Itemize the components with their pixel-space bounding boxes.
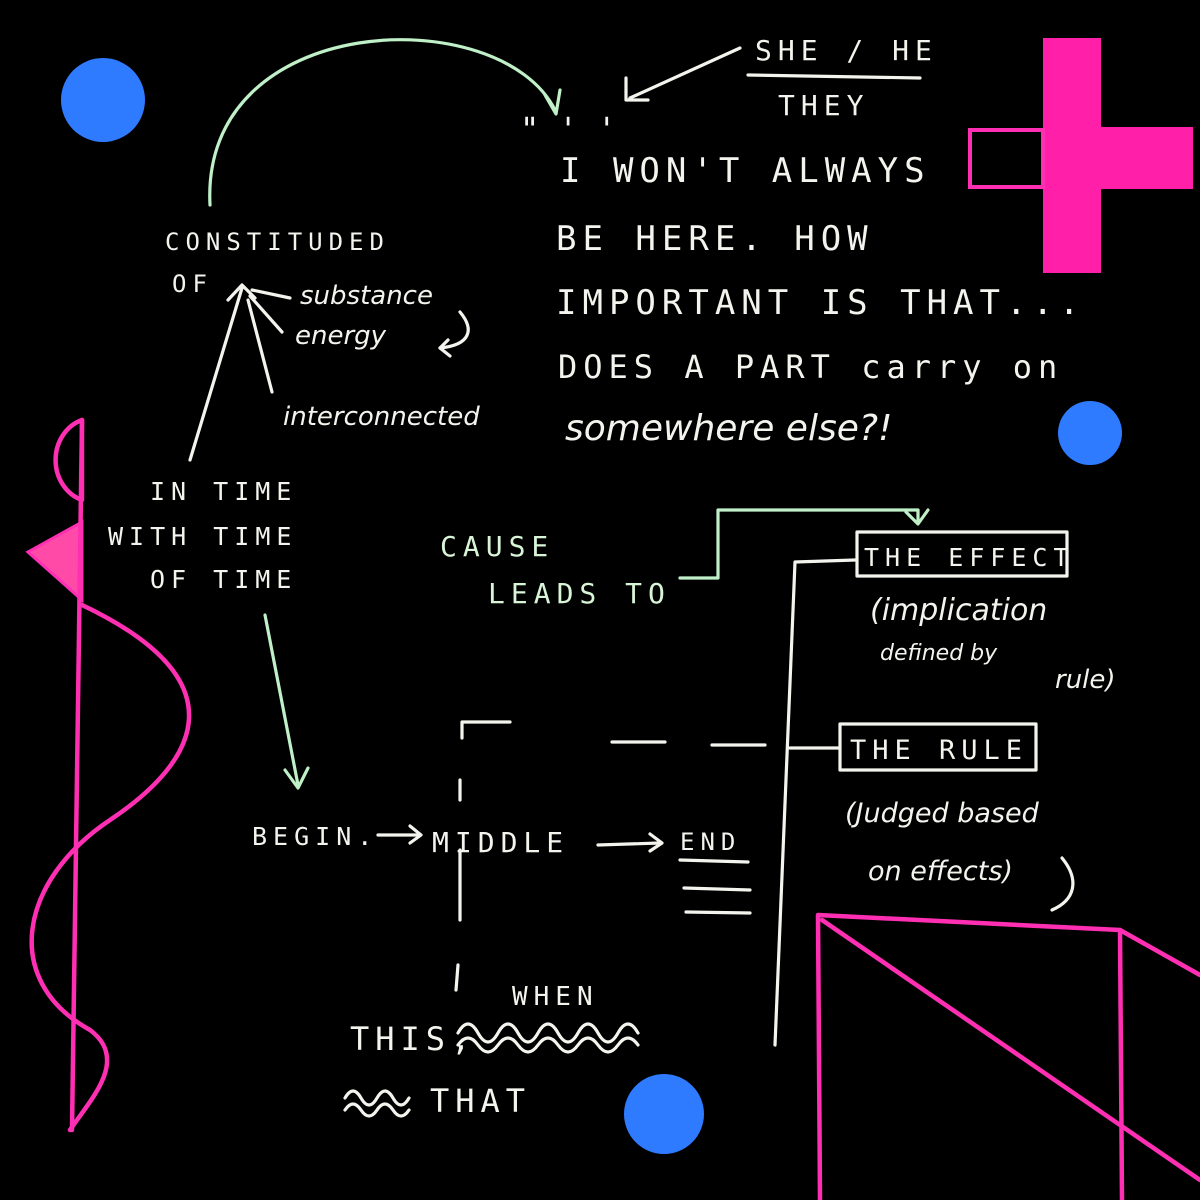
quote-line-4: DOES A PART carry on [558,348,1063,386]
magenta-cross-shape [968,38,1193,273]
constitution-item-substance: substance [300,281,433,311]
cause-group: CAUSE LEADS TO [440,530,671,610]
rule-note-line2: on effects) [868,856,1013,887]
blue-dot-top-left [61,58,145,142]
decorative-dots [61,58,1122,1154]
pronoun-bottom: THEY [778,89,869,122]
effect-group: THE EFFECT (implication defined by rule) [864,543,1116,695]
quote-line-1: I WON'T ALWAYS [560,151,931,191]
sequence-end: END [680,828,741,856]
time-line-3: OF TIME [150,565,297,594]
pronoun-top: SHE / HE [755,34,938,67]
bottom-that: THAT [430,1082,531,1120]
quote-open-mark: " ' ' [520,110,616,148]
magenta-corner-frame [815,912,1200,1200]
effect-note-line3: rule) [1055,665,1116,695]
rule-box-label: THE RULE [850,735,1028,766]
quote-line-5: somewhere else?! [565,408,892,449]
rule-note-line1: (Judged based [845,798,1040,829]
constitution-title-line1: CONSTITUDED [165,228,390,256]
cause-line-1: CAUSE [440,530,554,563]
effect-box-label: THE EFFECT [864,543,1075,572]
bottom-this: THIS, [350,1020,476,1058]
time-line-2: WITH TIME [108,522,297,551]
time-group: IN TIME WITH TIME OF TIME [108,477,297,594]
constitution-item-energy: energy [295,321,387,351]
pronoun-labels: SHE / HE THEY [755,34,938,122]
effect-box [855,530,1069,578]
connector-lines [188,38,1075,1118]
effect-note-line1: (implication [870,593,1047,628]
time-line-1: IN TIME [150,477,297,506]
quote-line-3: IMPORTANT IS THAT... [556,283,1085,323]
blue-dot-right [1058,401,1122,465]
rule-group: THE RULE (Judged based on effects) [845,735,1040,887]
sequence-group: BEGIN. MIDDLE END [252,822,741,859]
sequence-begin: BEGIN. [252,822,378,851]
constitution-group: CONSTITUDED OF substance energy intercon… [165,228,480,432]
bottom-text-group: THIS, WHEN THAT [350,982,599,1120]
blue-dot-bottom [624,1074,704,1154]
magenta-pole-figure [25,417,192,1133]
rule-box [838,722,1038,772]
quote-block: " ' ' I WON'T ALWAYS BE HERE. HOW IMPORT… [520,110,1085,449]
constitution-title-line2: OF [172,270,213,298]
sequence-middle: MIDDLE [432,826,569,859]
bottom-when: WHEN [512,982,599,1012]
quote-line-2: BE HERE. HOW [556,219,874,259]
constitution-item-interconnected: interconnected [283,402,480,432]
effect-note-line2: defined by [880,641,998,666]
cause-line-2: LEADS TO [488,577,671,610]
